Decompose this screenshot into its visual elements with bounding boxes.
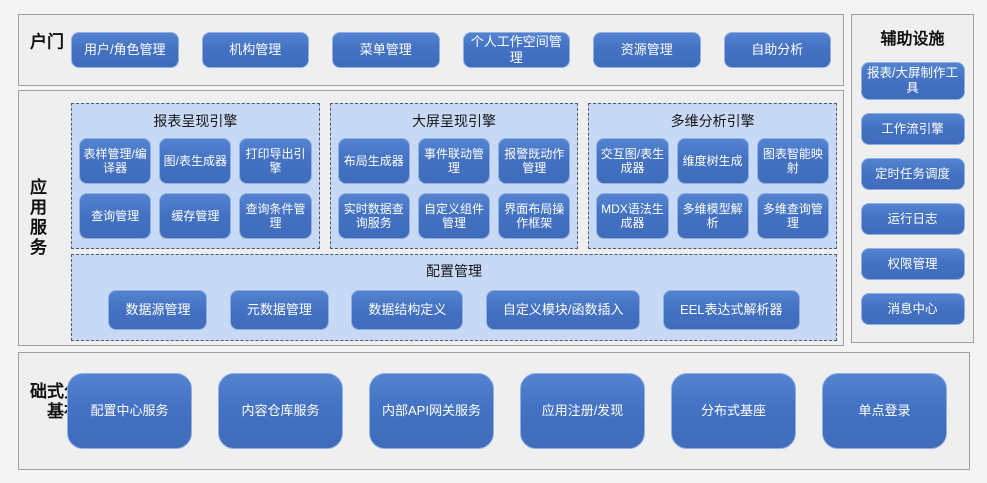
portal-node: 自助分析 [723, 32, 831, 68]
portal-node: 个人工作空间管理 [462, 32, 570, 68]
config-node: 数据源管理 [108, 290, 208, 330]
config-node: 元数据管理 [229, 290, 329, 330]
engine-node: 事件联动管理 [417, 138, 491, 184]
foundation-node: 内部API网关服务 [369, 373, 494, 449]
config-node: 自定义模块/函数插入 [485, 290, 641, 330]
engine-node: 查询管理 [79, 193, 152, 239]
engine-node: 布局生成器 [337, 138, 410, 184]
portal-node-row: 用户/角色管理 机构管理 菜单管理 个人工作空间管理 资源管理 自助分析 [71, 15, 831, 85]
engine-title: 报表呈现引擎 [153, 113, 238, 129]
engine-grid: 布局生成器 事件联动管理 报警既动作管理 实时数据查询服务 自定义组件管理 界面… [337, 138, 571, 239]
foundation-section: 分布式基础 配置中心服务 内容仓库服务 内部API网关服务 应用注册/发现 分布… [18, 352, 970, 470]
aux-node: 工作流引擎 [860, 113, 965, 145]
engines-row: 报表呈现引擎 表样管理/编译器 图/表生成器 打印导出引擎 查询管理 缓存管理 … [71, 103, 838, 249]
engine-title: 多维分析引擎 [670, 113, 755, 129]
app-services-section: 应用服务 报表呈现引擎 表样管理/编译器 图/表生成器 打印导出引擎 查询管理 … [18, 90, 844, 346]
portal-section: 门户 用户/角色管理 机构管理 菜单管理 个人工作空间管理 资源管理 自助分析 [18, 14, 844, 86]
engine-grid: 表样管理/编译器 图/表生成器 打印导出引擎 查询管理 缓存管理 查询条件管理 [79, 138, 312, 239]
aux-node-column: 报表/大屏制作工具 工作流引擎 定时任务调度 运行日志 权限管理 消息中心 [852, 62, 973, 325]
engine-node: 图/表生成器 [159, 138, 232, 184]
olap-engine-panel: 多维分析引擎 交互图/表生成器 维度树生成 图表智能映射 MDX语法生成器 多维… [588, 103, 838, 249]
foundation-node: 配置中心服务 [67, 373, 192, 449]
aux-title: 辅助设施 [880, 31, 945, 48]
engine-node: 报警既动作管理 [498, 138, 571, 184]
engine-node: 自定义组件管理 [417, 193, 491, 239]
foundation-node: 单点登录 [822, 373, 947, 449]
config-node-row: 数据源管理 元数据管理 数据结构定义 自定义模块/函数插入 EEL表达式解析器 [72, 290, 836, 330]
engine-node: 缓存管理 [159, 193, 232, 239]
engine-node: 维度树生成 [676, 138, 749, 184]
engine-node: MDX语法生成器 [596, 193, 669, 239]
aux-node: 运行日志 [860, 203, 965, 235]
foundation-node: 分布式基座 [671, 373, 796, 449]
config-management-panel: 配置管理 数据源管理 元数据管理 数据结构定义 自定义模块/函数插入 EEL表达… [71, 254, 837, 341]
foundation-node: 应用注册/发现 [520, 373, 645, 449]
engine-node: 表样管理/编译器 [79, 138, 152, 184]
engine-node: 打印导出引擎 [239, 138, 312, 184]
engine-grid: 交互图/表生成器 维度树生成 图表智能映射 MDX语法生成器 多维模型解析 多维… [596, 138, 830, 239]
config-node: EEL表达式解析器 [662, 290, 800, 330]
app-services-label: 应用服务 [27, 178, 46, 258]
engine-node: 实时数据查询服务 [337, 193, 410, 239]
engine-node: 查询条件管理 [239, 193, 312, 239]
portal-node: 机构管理 [201, 32, 309, 68]
portal-node: 菜单管理 [332, 32, 440, 68]
engine-node: 多维查询管理 [756, 193, 830, 239]
config-node: 数据结构定义 [351, 290, 464, 330]
foundation-node-row: 配置中心服务 内容仓库服务 内部API网关服务 应用注册/发现 分布式基座 单点… [67, 353, 947, 469]
engine-node: 界面布局操作框架 [498, 193, 571, 239]
aux-facilities-section: 辅助设施 报表/大屏制作工具 工作流引擎 定时任务调度 运行日志 权限管理 消息… [851, 14, 974, 343]
bigscreen-engine-panel: 大屏呈现引擎 布局生成器 事件联动管理 报警既动作管理 实时数据查询服务 自定义… [329, 103, 579, 249]
aux-node: 权限管理 [860, 248, 965, 280]
aux-node: 消息中心 [860, 293, 965, 325]
portal-node: 资源管理 [593, 32, 701, 68]
portal-label: 门户 [27, 32, 63, 53]
foundation-node: 内容仓库服务 [218, 373, 343, 449]
engine-title: 大屏呈现引擎 [412, 113, 496, 129]
engine-node: 交互图/表生成器 [596, 138, 669, 184]
portal-node: 用户/角色管理 [71, 32, 179, 68]
engine-node: 多维模型解析 [676, 193, 749, 239]
report-engine-panel: 报表呈现引擎 表样管理/编译器 图/表生成器 打印导出引擎 查询管理 缓存管理 … [71, 103, 320, 249]
aux-node: 定时任务调度 [860, 158, 965, 190]
aux-node: 报表/大屏制作工具 [860, 62, 965, 100]
engine-node: 图表智能映射 [756, 138, 830, 184]
config-title: 配置管理 [426, 263, 482, 279]
